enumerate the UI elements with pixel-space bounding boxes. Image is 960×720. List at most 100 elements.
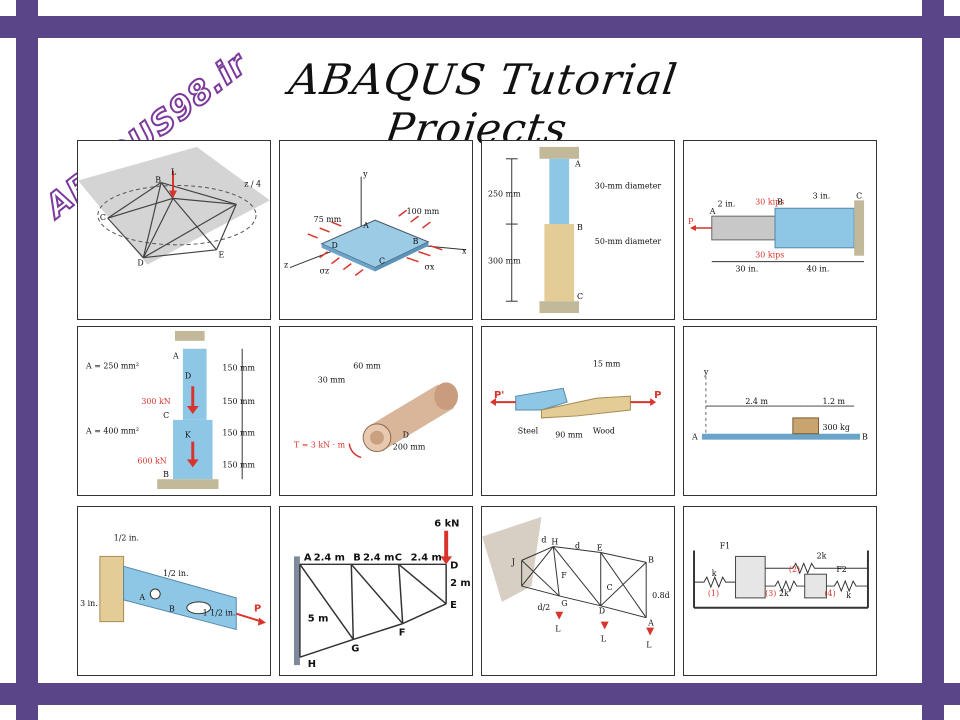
label-d-1: d xyxy=(541,536,546,545)
dim-30in: 30 in. xyxy=(736,265,759,274)
frame-top-bar xyxy=(0,16,960,38)
dim-5m: 5 m xyxy=(308,614,329,625)
label-F: F xyxy=(561,571,567,580)
label-n3: (3) xyxy=(765,589,776,598)
card-torsion-shaft[interactable]: 60 mm 30 mm 200 mm T = 3 kN · m D xyxy=(279,326,473,496)
label-A: A xyxy=(138,593,145,602)
label-30mm: 30-mm diameter xyxy=(595,181,662,190)
dim-100: 100 mm xyxy=(407,207,440,216)
label-D: D xyxy=(185,371,191,380)
label-B: B xyxy=(169,605,175,614)
label-B: B xyxy=(353,552,361,563)
dim-300: 300 mm xyxy=(488,257,521,266)
label-C: C xyxy=(856,191,862,200)
force-P: P xyxy=(654,390,661,401)
load-30kips-bottom: 30 kips xyxy=(755,251,784,260)
label-2k-1: 2k xyxy=(817,551,827,560)
card-spring-mass[interactable]: F1 F2 k k 2k 2k (1) (2) (3) (4) xyxy=(683,506,877,676)
label-H: H xyxy=(551,538,558,547)
card-beam-mass[interactable]: y 2.4 m 1.2 m 300 kg A B xyxy=(683,326,877,496)
label-A: A xyxy=(709,207,716,216)
label-B: B xyxy=(777,197,783,206)
label-D: D xyxy=(450,560,458,571)
label-C: C xyxy=(100,213,106,222)
label-D: D xyxy=(137,259,143,268)
label-A: A xyxy=(691,433,698,442)
label-k-2: k xyxy=(846,591,851,600)
label-G: G xyxy=(561,599,567,608)
dim-15mm: 15 mm xyxy=(593,360,621,369)
dim-150-3: 150 mm xyxy=(222,429,255,438)
label-D: D xyxy=(403,431,409,440)
card-pinned-link[interactable]: 1/2 in. 1/2 in. 3 in. 1 1/2 in. A B P xyxy=(77,506,271,676)
label-A: A xyxy=(647,619,654,628)
card-space-truss[interactable]: L B C D E z / 4 xyxy=(77,140,271,320)
card-cantilever-truss[interactable]: d d A B C D E F G H J 0.8d d/2 L L L xyxy=(481,506,675,676)
label-E: E xyxy=(450,600,457,611)
label-B: B xyxy=(413,237,419,246)
label-C: C xyxy=(379,257,385,266)
dim-30mm: 30 mm xyxy=(318,375,346,384)
label-E: E xyxy=(218,251,224,260)
label-B: B xyxy=(155,176,161,185)
dim-3in: 3 in. xyxy=(80,599,98,608)
force-F1: F1 xyxy=(720,542,731,551)
label-G: G xyxy=(351,643,359,654)
label-B: B xyxy=(577,223,583,232)
dim-75: 75 mm xyxy=(314,215,342,224)
label-wood: Wood xyxy=(593,427,615,436)
label-frac: z / 4 xyxy=(244,179,261,188)
label-H: H xyxy=(308,659,316,670)
axis-y: y xyxy=(362,170,368,179)
label-A: A xyxy=(574,160,581,169)
label-k-1: k xyxy=(712,569,717,578)
dim-half-in-2: 1/2 in. xyxy=(163,569,188,578)
dim-250: 250 mm xyxy=(488,189,521,198)
label-50mm: 50-mm diameter xyxy=(595,237,662,246)
frame-bottom-bar xyxy=(0,683,960,705)
dim-half-in-1: 1/2 in. xyxy=(114,534,139,543)
force-F2: F2 xyxy=(836,565,847,574)
mass-300kg: 300 kg xyxy=(822,423,849,432)
card-plate-stress[interactable]: y x z 75 mm 100 mm A B C D σz σx xyxy=(279,140,473,320)
page-title: ABAQUS Tutorial Projects xyxy=(286,55,681,153)
card-axial-bar[interactable]: A = 250 mm² A = 400 mm² 300 kN 600 kN A … xyxy=(77,326,271,496)
label-C: C xyxy=(577,292,583,301)
dim-2m: 2 m xyxy=(450,578,471,589)
label-C: C xyxy=(163,411,169,420)
label-L-2: L xyxy=(601,634,607,643)
label-F: F xyxy=(399,627,406,638)
card-lap-joint[interactable]: 15 mm P' P Steel Wood 90 mm xyxy=(481,326,675,496)
label-0-8d: 0.8d xyxy=(652,591,670,600)
card-planar-truss[interactable]: 6 kN 2.4 m 2.4 m 2.4 m 2 m 5 m A B C D E… xyxy=(279,506,473,676)
label-D: D xyxy=(599,607,605,616)
force-P: P xyxy=(254,604,261,615)
label-d-2: d xyxy=(575,542,580,551)
load-300kN: 300 kN xyxy=(141,397,170,406)
label-L-1: L xyxy=(555,625,561,634)
dim-200mm: 200 mm xyxy=(393,443,426,452)
dim-2-4m-1: 2.4 m xyxy=(314,552,345,563)
area-250: A = 250 mm² xyxy=(85,362,139,371)
label-E: E xyxy=(597,543,603,552)
label-sigma-x: σx xyxy=(424,263,434,272)
dim-90mm: 90 mm xyxy=(555,431,583,440)
label-C: C xyxy=(607,583,613,592)
load-6kN: 6 kN xyxy=(434,519,459,530)
axis-y: y xyxy=(703,367,709,376)
dim-2in: 2 in. xyxy=(718,199,736,208)
dim-1-half-in: 1 1/2 in. xyxy=(203,609,236,618)
dim-60mm: 60 mm xyxy=(353,362,381,371)
label-A: A xyxy=(362,221,369,230)
load-30kips-top: 30 kips xyxy=(755,197,784,206)
dim-2-4m: 2.4 m xyxy=(745,397,768,406)
label-2k-2: 2k xyxy=(779,589,789,598)
label-K: K xyxy=(185,431,192,440)
dim-3in: 3 in. xyxy=(813,191,831,200)
card-stepped-column[interactable]: 250 mm 300 mm A B C 30-mm diameter 50-mm… xyxy=(481,140,675,320)
area-400: A = 400 mm² xyxy=(85,427,139,436)
torque-label: T = 3 kN · m xyxy=(294,441,346,450)
dim-1-2m: 1.2 m xyxy=(822,397,845,406)
card-composite-rod[interactable]: 2 in. 3 in. 30 kips 30 kips A B C P 30 i… xyxy=(683,140,877,320)
label-D: D xyxy=(332,241,338,250)
